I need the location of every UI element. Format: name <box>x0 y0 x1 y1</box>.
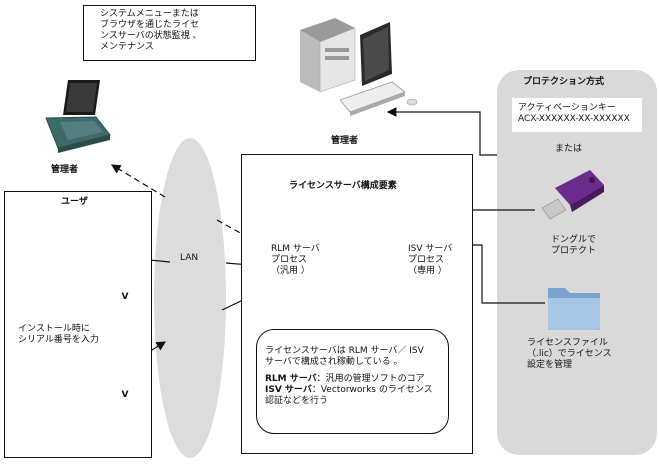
admin-server-label: 管理者 <box>331 136 359 146</box>
license-server-title: ライセンスサーバ構成要素 <box>289 181 397 191</box>
rlm-process-label: RLM サーバ プロセス （汎用 ） <box>271 244 320 276</box>
connector-license-file <box>472 244 545 304</box>
connector-admin-server <box>386 107 497 156</box>
protection-title: プロテクション方式 <box>523 77 605 87</box>
lan-ellipse <box>154 138 226 458</box>
admin-laptop-label: 管理者 <box>51 165 79 175</box>
usb-dongle-icon <box>541 170 604 220</box>
dashed-arrow-admin-laptop <box>110 164 166 198</box>
note-line1: ライセンスサーバは RLM サーバ／ ISV サーバで構成され稼動している 。 <box>265 346 424 367</box>
users-box-title: ユーザ <box>61 197 88 207</box>
folder-icon <box>548 288 600 330</box>
callout-text: システムメニューまたは ブラウザを通じたライセ ンスサーバの状態監視 、 メンテ… <box>100 9 202 52</box>
lan-label: LAN <box>180 253 199 263</box>
isv-process-label: ISV サーバ プロセス （専用 ） <box>408 244 453 276</box>
activation-label: アクティベーションキー <box>518 103 616 113</box>
callout-box: システムメニューまたは ブラウザを通じたライセ ンスサーバの状態監視 、 メンテ… <box>83 5 256 61</box>
activation-key: ACX-XXXXXX-XX-XXXXXX <box>518 114 630 124</box>
server-computer-icon <box>300 18 418 116</box>
note-rlm-term: RLM サーバ <box>265 374 317 384</box>
install-note: インストール時に シリアル番号を入力 <box>18 324 99 345</box>
note-rlm-desc: ：汎用の管理ソフトのコア <box>316 374 425 384</box>
laptop-icon <box>45 80 111 153</box>
activation-key-box: アクティベーションキー ACX-XXXXXX-XX-XXXXXX <box>512 98 642 132</box>
note-isv-desc: ：Vectorworks のライセンス 認証などを行う <box>265 385 433 406</box>
protection-panel <box>497 70 657 455</box>
note-isv-term: ISV サーバ <box>265 385 312 395</box>
users-box <box>4 191 152 458</box>
dongle-label: ドングルで プロテクト <box>551 235 597 256</box>
license-server-note: ライセンスサーバは RLM サーバ／ ISV サーバで構成され稼動している 。 … <box>256 329 449 434</box>
or-label: または <box>555 144 583 154</box>
license-file-label: ライセンスファイル （.lic）でライセンス 設定を管理 <box>527 338 612 370</box>
badge-v-user2-letter: V <box>121 390 129 400</box>
badge-v-user1-letter: V <box>121 292 129 302</box>
